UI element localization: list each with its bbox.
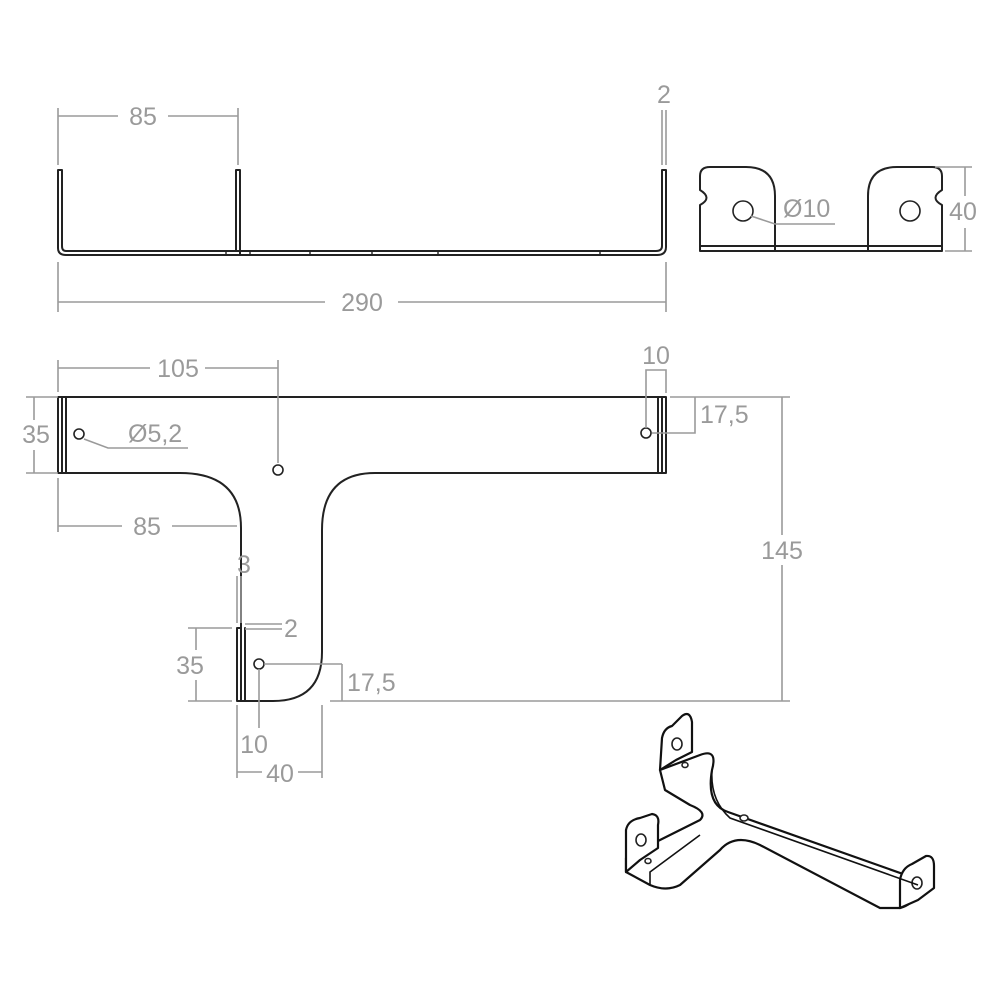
dim-top-3: 3 [236,551,251,623]
dim-front-2-label: 2 [657,81,671,109]
dim-top-145: 145 [330,397,803,702]
side-view-base [699,245,943,252]
side-view-left-tab [699,166,776,247]
top-view-right-hole [640,427,652,439]
dim-front-290: 290 [57,262,667,317]
front-view: 85 2 290 [57,81,671,317]
dim-top-10-stem-label: 10 [240,731,268,759]
isometric-view [624,712,936,910]
dim-top-17-5-right: 17,5 [652,396,790,434]
dim-front-85: 85 [57,103,239,165]
iso-hole-rear-tab [671,737,683,751]
iso-hole-front [644,857,652,865]
dim-top-3-label: 3 [237,551,251,579]
top-view-stem-flange [240,627,246,702]
front-view-profile [57,169,667,256]
dim-side-diameter-label: Ø10 [783,195,830,223]
dim-top-10-stem: 10 [236,669,268,778]
dim-top-35-stem: 35 [176,627,232,702]
front-view-bend-lines [225,251,601,255]
dim-top-145-label: 145 [761,537,803,565]
dim-side-40-label: 40 [949,198,977,226]
dim-front-85-label: 85 [129,103,157,131]
dim-top-85-label: 85 [133,513,161,541]
side-view-right-hole [899,200,921,222]
dim-top-10: 10 [642,342,670,428]
dim-top-17-5-stem-label: 17,5 [347,669,396,697]
dim-top-35-stem-label: 35 [176,652,204,680]
dim-top-35-left-label: 35 [22,421,50,449]
side-view: Ø10 40 [699,166,977,252]
side-view-left-hole [732,200,754,222]
dim-top-2-stem-label: 2 [284,615,298,643]
dim-top-small-diameter: Ø5,2 [83,420,188,449]
dim-top-105-label: 105 [157,355,199,383]
dim-front-2: 2 [657,81,671,165]
dim-side-diameter: Ø10 [750,195,835,225]
iso-body [624,752,922,910]
dim-top-17-5-stem: 17,5 [264,663,396,701]
front-view-middle-flange [235,169,241,256]
side-view-right-tab [867,166,943,247]
iso-edge-lines [649,769,919,886]
dim-side-40: 40 [935,166,977,252]
iso-hole-front-tab [635,833,647,847]
iso-hole-top [739,814,749,822]
top-view-right-flange [657,396,663,474]
dim-top-85: 85 [57,478,237,541]
dim-top-40-stem: 40 [237,705,323,788]
dim-top-small-diameter-label: Ø5,2 [128,420,182,448]
top-view-center-hole [272,464,284,476]
top-view-outline [57,396,667,702]
top-view: 105 10 17,5 35 Ø5,2 85 145 [22,342,803,788]
dim-top-40-stem-label: 40 [266,760,294,788]
dim-top-35-left: 35 [22,396,58,474]
dim-top-2-stem: 2 [245,615,298,643]
dim-front-290-label: 290 [341,289,383,317]
dim-top-105: 105 [57,355,279,463]
iso-hole-rear [681,761,689,769]
dim-top-10-label: 10 [642,342,670,370]
top-view-left-hole [73,428,85,440]
top-view-stem-hole [253,658,265,670]
top-view-left-flange [61,396,67,474]
dim-top-17-5-right-label: 17,5 [700,401,749,429]
